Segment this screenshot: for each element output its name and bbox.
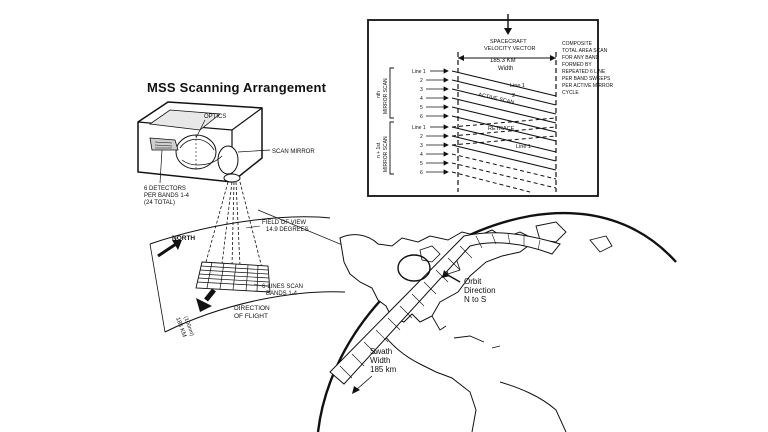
line1-lower-tag: Line 1 — [516, 144, 531, 150]
fov-label-2: 14.9 DEGREES — [266, 227, 309, 233]
scan-pattern-inset: SPACECRAFT VELOCITY VECTOR 185.3 KM Widt… — [367, 14, 614, 197]
orbit-swath-track — [329, 232, 561, 385]
north-arrow-icon — [157, 240, 182, 258]
orbit-label-3: N to S — [464, 295, 486, 304]
north-label: NORTH — [172, 235, 195, 242]
nth-line-6: 6 — [420, 114, 423, 120]
n1-line-4: 4 — [420, 152, 423, 158]
composite-7: PER ACTIVE MIRROR — [562, 83, 614, 89]
composite-6: PER BAND SWEEPS — [562, 76, 611, 82]
n1-line-6: 6 — [420, 170, 423, 176]
ground-swath — [149, 216, 346, 333]
orbit-direction-arrow-icon — [442, 270, 461, 283]
n1-scan-2: MIRROR SCAN — [383, 136, 389, 172]
line1-tag: Line 1 — [510, 83, 525, 89]
swath-label-3: 185 km — [370, 365, 397, 374]
fov-label-1: FIELD OF VIEW — [262, 220, 306, 226]
width-value: 185.3 KM — [490, 58, 516, 64]
composite-5: REPEATED 6 LINE — [562, 69, 606, 75]
detectors-label-1: 6 DETECTORS — [144, 186, 186, 192]
flight-direction-arrow-icon — [196, 288, 216, 312]
composite-8: CYCLE — [562, 90, 579, 96]
six-lines-label-1: 6-LINES SCAN — [262, 284, 303, 290]
composite-3: FOR ANY BAND — [562, 55, 600, 61]
six-lines-label-2: BANDS 1-4 — [266, 291, 298, 297]
field-of-view-cone — [205, 181, 263, 269]
nth-line-1: Line 1 — [412, 69, 426, 75]
n1-line-3: 3 — [420, 143, 423, 149]
n1-line-5: 5 — [420, 161, 423, 167]
composite-4: FORMED BY — [562, 62, 592, 68]
velocity-label-1: SPACECRAFT — [490, 39, 527, 45]
nth-line-4: 4 — [420, 96, 423, 102]
nth-scan-1: nth — [376, 91, 382, 98]
mss-scanner-unit: OPTICS SCAN MIRROR 6 DETECTORS PER BANDS… — [137, 101, 315, 206]
earth-globe — [316, 212, 677, 432]
orbit-label-2: Direction — [464, 286, 496, 295]
retrace-label: RETRACE — [488, 126, 515, 132]
nth-line-3: 3 — [420, 87, 423, 93]
optics-label: OPTICS — [204, 114, 226, 120]
n1-scan-1: n + 1st — [376, 142, 382, 158]
nth-line-2: 2 — [420, 78, 423, 84]
detectors-label-3: (24 TOTAL) — [144, 200, 175, 206]
direction-label-1: DIRECTION — [234, 305, 270, 312]
direction-label-2: OF FLIGHT — [234, 313, 268, 320]
swath-label-2: Width — [370, 356, 390, 365]
n1-line-1: Line 1 — [412, 125, 426, 131]
nth-scan-2: MIRROR SCAN — [383, 78, 389, 114]
nth-line-5: 5 — [420, 105, 423, 111]
detectors-label-2: PER BANDS 1-4 — [144, 193, 190, 199]
width-label: Width — [498, 66, 513, 72]
velocity-label-2: VELOCITY VECTOR — [484, 46, 535, 52]
composite-1: COMPOSITE — [562, 41, 593, 47]
diagram-title: MSS Scanning Arrangement — [147, 80, 327, 95]
target-circle — [397, 254, 431, 282]
composite-2: TOTAL AREA SCAN — [562, 48, 608, 54]
swath-label-1: Swath — [370, 347, 392, 356]
scan-mirror-label: SCAN MIRROR — [272, 149, 315, 155]
n1-line-2: 2 — [420, 134, 423, 140]
orbit-label-1: Orbit — [464, 277, 482, 286]
line2-tag: 2 — [512, 93, 515, 99]
